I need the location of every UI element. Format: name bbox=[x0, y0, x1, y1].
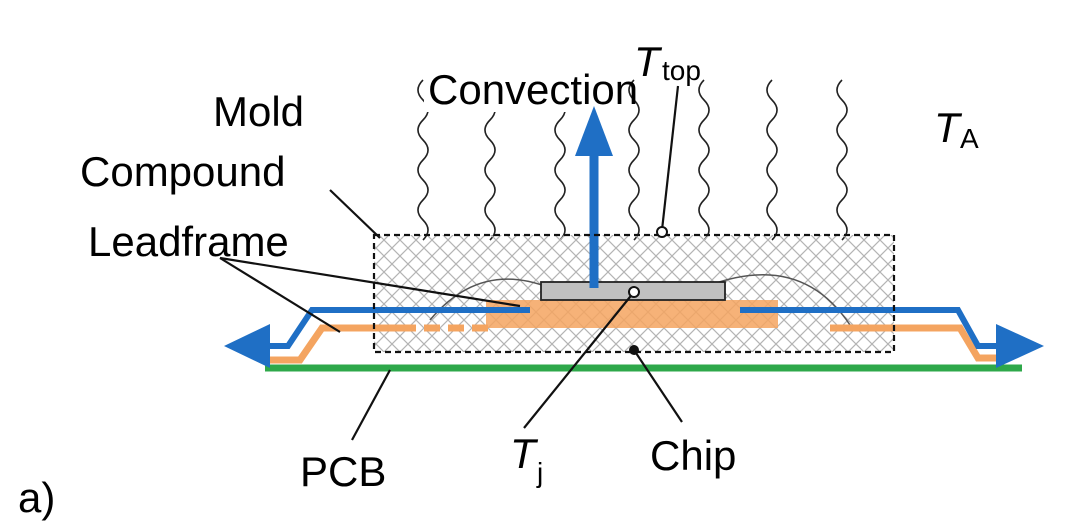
leader-mold bbox=[329, 189, 381, 239]
heat-flow-arrows bbox=[224, 106, 1044, 368]
ta-label: T A bbox=[934, 104, 979, 154]
leader-leadframe-b bbox=[219, 257, 341, 333]
tj-point bbox=[628, 286, 640, 298]
svg-text:T: T bbox=[510, 430, 539, 477]
leadframe bbox=[270, 300, 998, 364]
leader-pcb bbox=[351, 369, 391, 441]
svg-text:T: T bbox=[634, 38, 663, 85]
leader-leadframe-a bbox=[219, 256, 521, 308]
leadframe-left-lead bbox=[270, 324, 400, 364]
mold-label-line2: Compound bbox=[80, 148, 285, 195]
svg-text:A: A bbox=[960, 123, 979, 154]
leadframe-label: Leadframe bbox=[88, 218, 289, 265]
wave-4 bbox=[628, 79, 640, 241]
ttop-point bbox=[656, 226, 668, 238]
svg-text:top: top bbox=[662, 55, 701, 86]
leader-chip bbox=[633, 349, 683, 423]
svg-text:j: j bbox=[536, 457, 543, 488]
watermark: 掘金技术社区 @ oneyac唯样 bbox=[742, 476, 1060, 504]
arrowhead-right bbox=[996, 324, 1044, 368]
svg-text:T: T bbox=[934, 104, 963, 151]
convection-label: Convection bbox=[428, 66, 638, 113]
leader-ttop bbox=[660, 85, 680, 231]
ttop-label: T top bbox=[634, 38, 701, 86]
chip-label: Chip bbox=[650, 432, 736, 479]
leader-lines bbox=[219, 85, 683, 441]
tj-label: T j bbox=[510, 430, 543, 488]
wave-5 bbox=[698, 79, 710, 241]
pcb-label: PCB bbox=[300, 448, 386, 495]
wave-6 bbox=[766, 79, 778, 241]
mold-outline bbox=[372, 233, 896, 354]
leader-tj bbox=[523, 291, 635, 429]
heat-flow-right bbox=[740, 307, 1000, 349]
heat-flow-left bbox=[262, 307, 530, 349]
panel-label: a) bbox=[18, 474, 55, 521]
arrowhead-up bbox=[575, 106, 613, 156]
wave-7 bbox=[836, 79, 848, 241]
leadframe-pad bbox=[486, 300, 778, 328]
mold-label-line1: Mold bbox=[213, 88, 304, 135]
arrowhead-left bbox=[224, 324, 270, 368]
measurement-points bbox=[628, 226, 668, 355]
chip-point bbox=[629, 345, 639, 355]
